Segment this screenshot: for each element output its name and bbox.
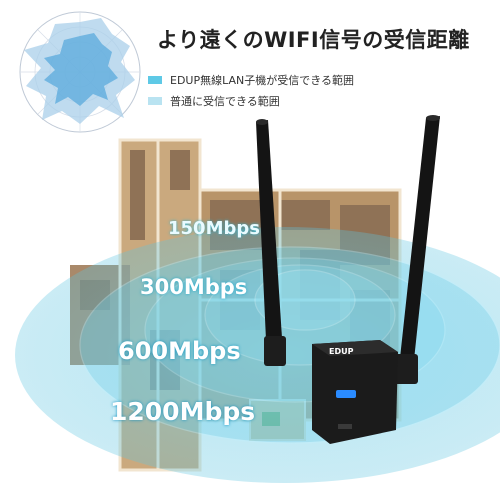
legend-swatch-dark (148, 76, 162, 84)
speed-label-150: 150Mbps (168, 218, 260, 239)
legend-label: EDUP無線LAN子機が受信できる範囲 (170, 74, 355, 87)
radar-chart-icon (19, 11, 141, 133)
legend-item-edup-range: EDUP無線LAN子機が受信できる範囲 (148, 72, 354, 88)
antenna-icon (256, 115, 440, 384)
legend-swatch-light (148, 97, 162, 105)
legend-item-normal-range: 普通に受信できる範囲 (148, 93, 280, 109)
legend-label: 普通に受信できる範囲 (170, 95, 280, 108)
page-title: より遠くのWIFI信号の受信距離 (157, 28, 470, 52)
wifi-adapter-device: EDUP (312, 340, 398, 444)
speed-label-600: 600Mbps (118, 337, 241, 365)
speed-label-300: 300Mbps (140, 275, 248, 299)
svg-text:EDUP: EDUP (329, 347, 354, 356)
speed-label-1200: 1200Mbps (110, 397, 256, 426)
